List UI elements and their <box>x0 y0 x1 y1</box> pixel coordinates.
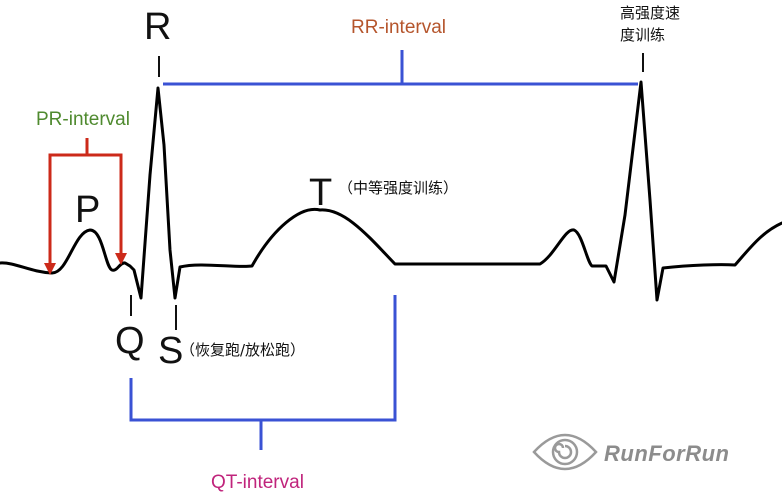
rr-interval-label: RR-interval <box>351 17 446 38</box>
qt-interval-label: QT-interval <box>211 472 304 493</box>
r-wave-label: R <box>144 6 171 48</box>
pr-interval-bracket <box>48 138 123 265</box>
pr-arrowhead-left <box>44 263 56 275</box>
ecg-trace <box>0 80 782 302</box>
rr-interval-bracket <box>163 50 638 86</box>
wave-ticks <box>130 53 644 330</box>
qt-interval-bracket <box>129 295 397 450</box>
q-wave-label: Q <box>115 320 145 362</box>
pr-arrowhead-right <box>115 253 127 265</box>
r-peak-note-line1: 高强度速 <box>620 4 680 22</box>
s-wave-note: （恢复跑/放松跑） <box>180 341 305 359</box>
brand-name: RunForRun <box>604 441 729 466</box>
r-peak-note-line2: 度训练 <box>620 26 665 44</box>
t-wave-note: （中等强度训练） <box>338 179 458 197</box>
pr-interval-label: PR-interval <box>36 109 130 130</box>
eye-spiral-icon <box>532 433 598 471</box>
t-wave-label: T <box>309 172 332 214</box>
p-wave-label: P <box>75 189 100 231</box>
s-wave-label: S <box>158 330 183 372</box>
